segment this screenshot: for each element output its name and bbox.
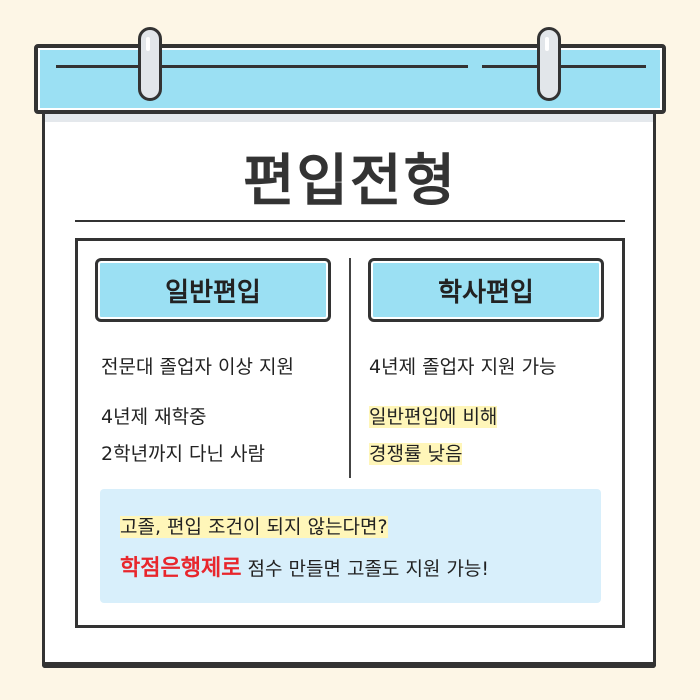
note-box [100,489,601,603]
general-line-2: 4년제 재학중 [101,406,207,428]
bachelor-line-2: 일반편입에 비해 [369,406,498,428]
note-emphasis: 학점은행제로 [120,556,242,581]
note-answer: 점수 만들면 고졸도 지원 가능! [241,558,490,580]
page-shade [45,112,653,122]
header-line-right [482,65,646,68]
page-title: 편입전형 [242,149,458,214]
general-line-3: 2학년까지 다닌 사람 [101,443,266,465]
binder-ring-left-icon [138,27,162,101]
bachelor-line-3: 경쟁률 낮음 [369,443,463,465]
bachelor-transfer-heading: 학사편입 [368,258,604,322]
binder-ring-right-icon [537,27,561,101]
general-transfer-heading: 일반편입 [95,258,331,322]
header-line-left [56,65,468,68]
title-divider [75,220,625,222]
calendar-header-bar [34,44,666,114]
general-line-1: 전문대 졸업자 이상 지원 [101,356,294,378]
note-question: 고졸, 편입 조건이 되지 않는다면? [120,516,388,538]
column-divider [349,258,351,478]
bachelor-line-1: 4년제 졸업자 지원 가능 [369,356,557,378]
content-box [75,238,625,628]
